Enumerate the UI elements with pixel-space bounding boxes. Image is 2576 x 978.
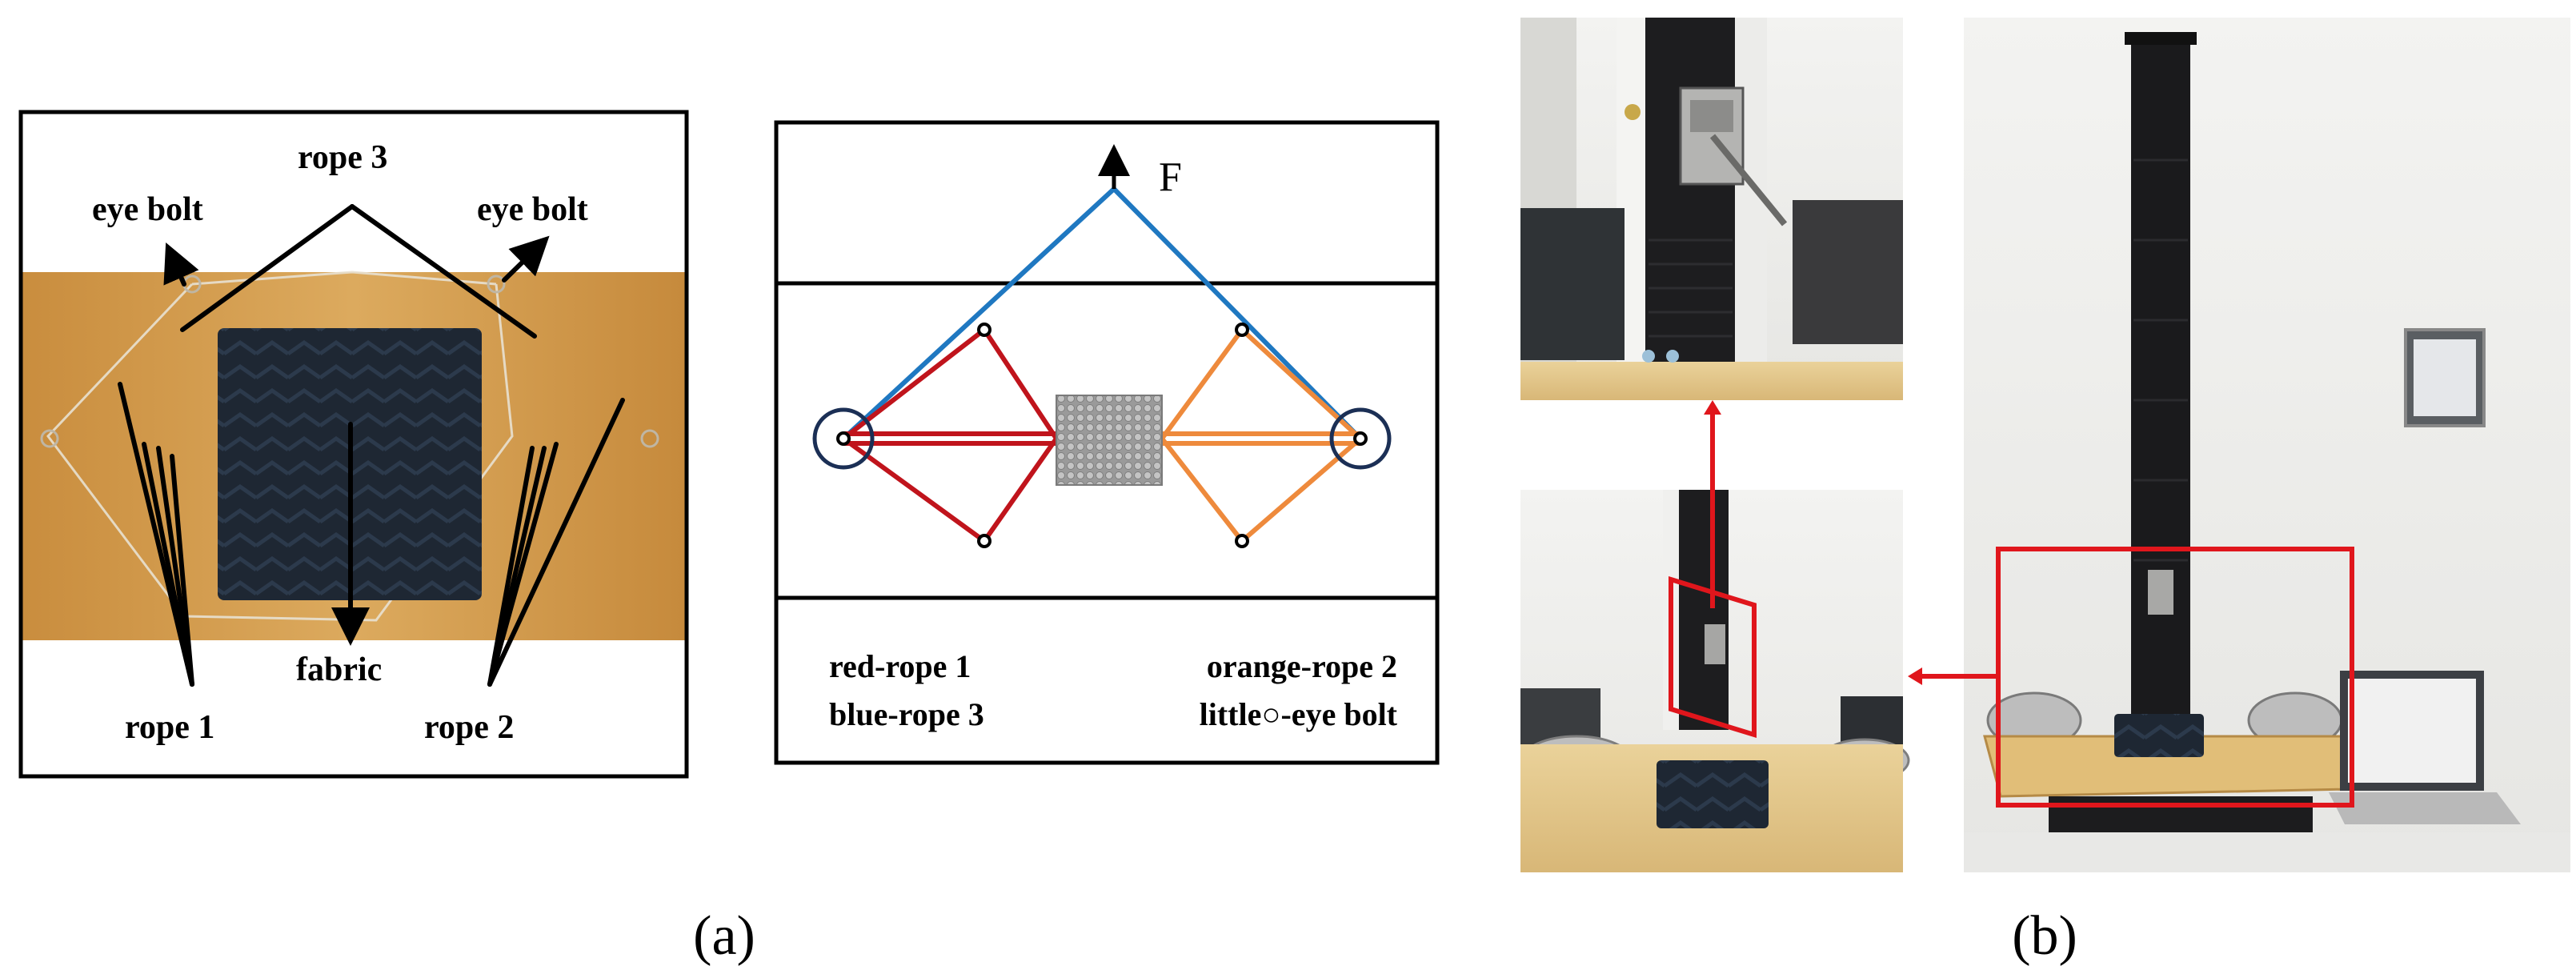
fabric-on-bench <box>1657 760 1769 828</box>
machine-photo <box>1964 18 2570 872</box>
laptop-base <box>2329 792 2521 824</box>
eye-bolt-left-label: eye bolt <box>92 191 203 228</box>
machine-column <box>1645 18 1735 362</box>
arrow-left-head <box>1908 667 1922 685</box>
schematic: F red-rope 1 blue-rope 3 <box>774 120 1440 765</box>
legend-blue: blue-rope 3 <box>829 696 984 732</box>
force-label: F <box>1159 154 1182 200</box>
caption-a: (a) <box>693 905 755 967</box>
highlight-parallelogram <box>1669 575 1757 739</box>
eye-bolt-circle-right <box>1329 407 1392 470</box>
fabric-on-platform <box>2114 714 2204 757</box>
rope2-label: rope 2 <box>424 709 514 746</box>
rope3-label: rope 3 <box>298 139 387 176</box>
tester-column <box>2131 38 2190 743</box>
legend-eye: little○-eye bolt <box>1200 696 1398 732</box>
legend-red: red-rope 1 <box>829 648 971 684</box>
eye-bolt-dots <box>836 323 1368 548</box>
fabric-label: fabric <box>296 651 382 688</box>
eye-bolt-circle-left <box>812 407 875 470</box>
rope1-label: rope 1 <box>125 709 214 746</box>
closeup-photo-top <box>1520 18 1903 400</box>
photo-label-group: rope 3 eye bolt eye bolt fabric rope 1 r… <box>92 139 588 746</box>
bench-top <box>1520 362 1903 400</box>
photo-annotations <box>118 204 625 687</box>
photo-frame <box>18 110 689 779</box>
eye-bolt-right-label: eye bolt <box>477 191 588 228</box>
caption-b: (b) <box>2012 905 2077 967</box>
highlight-annotations <box>1669 400 2354 808</box>
fabric-square <box>1056 395 1163 486</box>
legend-orange: orange-rope 2 <box>1207 648 1397 684</box>
arrow-up-head <box>1704 400 1721 415</box>
